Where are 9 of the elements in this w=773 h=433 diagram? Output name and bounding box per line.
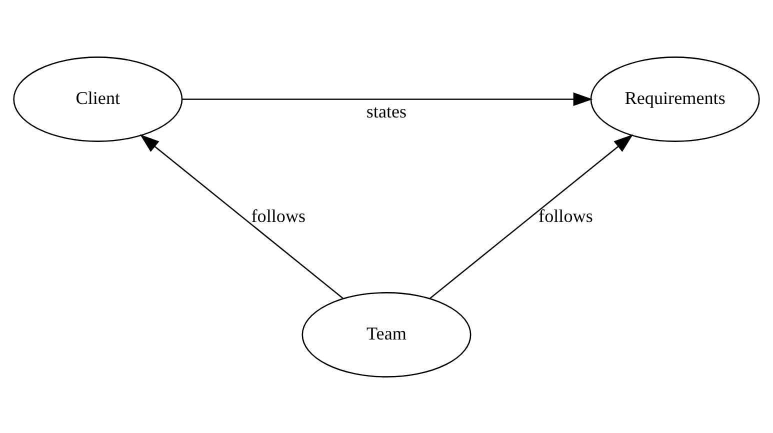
arrow	[140, 134, 344, 299]
node-ellipse: Team	[302, 292, 472, 377]
node-ellipse: Requirements	[590, 56, 760, 142]
edge-label: follows	[251, 205, 306, 226]
edge-label: follows	[538, 205, 593, 226]
arrow	[429, 134, 634, 299]
edge-label: states	[366, 101, 407, 122]
node-ellipse: Client	[13, 56, 183, 142]
arrow	[182, 92, 593, 106]
